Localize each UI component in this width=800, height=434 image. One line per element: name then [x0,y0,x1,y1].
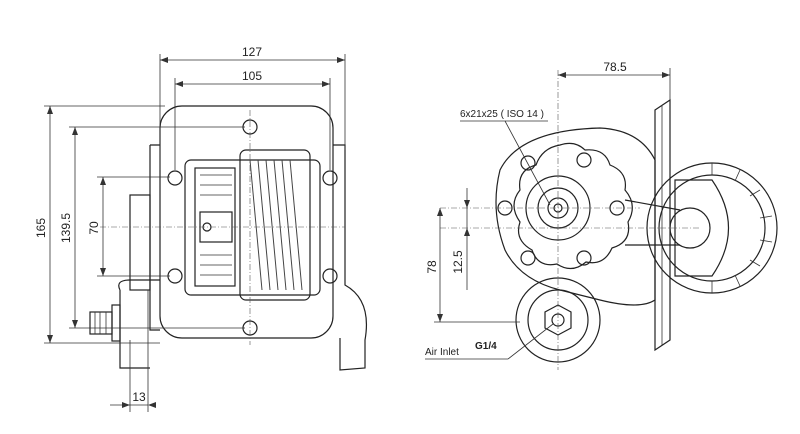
dim-label-12-5: 12.5 [451,250,465,274]
dim-right-small: 12.5 [451,188,470,290]
side-housing [495,127,656,306]
helical-gear [239,149,311,301]
fitting-body [111,304,121,342]
dim-label-105: 105 [242,69,262,83]
bolt-hole-right-lower [322,268,338,284]
housing-right-edge [333,144,368,371]
front-view: 127 105 165 139.5 [34,45,368,412]
spline-label: 6x21x25 ( ISO 14 ) [460,109,544,120]
dim-height-total: 165 [34,105,165,344]
air-inlet-label: Air Inlet [425,347,459,358]
dim-label-78-5: 78.5 [603,60,627,74]
dim-width-inner: 105 [174,69,331,170]
star-flange [513,142,633,270]
dim-width-outer: 127 [159,45,346,170]
dim-height-small: 70 [87,176,170,277]
fitting-nut [89,311,113,335]
gear-hub [669,207,711,249]
side-gear [646,162,778,294]
bolt-hole-left-upper [167,170,183,186]
dim-label-127: 127 [242,45,262,59]
thread-label: G1/4 [475,341,497,352]
dim-label-70: 70 [87,221,101,235]
dim-offset-bottom: 13 [110,290,156,412]
bolt-hole-left-lower [167,268,183,284]
air-fitting-side [89,304,121,342]
dim-height-mid: 139.5 [59,126,245,329]
side-flange [654,98,671,352]
bolt-hole-right-upper [322,170,338,186]
air-inlet-callout: Air Inlet G1/4 [425,323,554,360]
spline-callout: 6x21x25 ( ISO 14 ) [460,109,551,206]
bolt-holes [167,119,338,336]
housing-left-edge [149,144,160,331]
dim-label-139-5: 139.5 [59,213,73,243]
spline-teeth [200,174,232,276]
flange-plate [159,105,334,339]
side-view: 78.5 78 12.5 6x21x25 ( ISO 14 ) Air Inle… [425,60,778,370]
dim-label-165: 165 [34,218,48,238]
star-flange-holes [497,152,625,266]
input-stub [129,194,151,291]
dim-right-offset: 78.5 [558,60,671,100]
gear-teeth [249,159,303,291]
lower-housing [118,279,160,369]
dim-right-height: 78 [425,208,520,323]
gear-cavity [184,159,321,296]
dim-label-78: 78 [425,260,439,274]
dim-label-13: 13 [132,390,146,404]
